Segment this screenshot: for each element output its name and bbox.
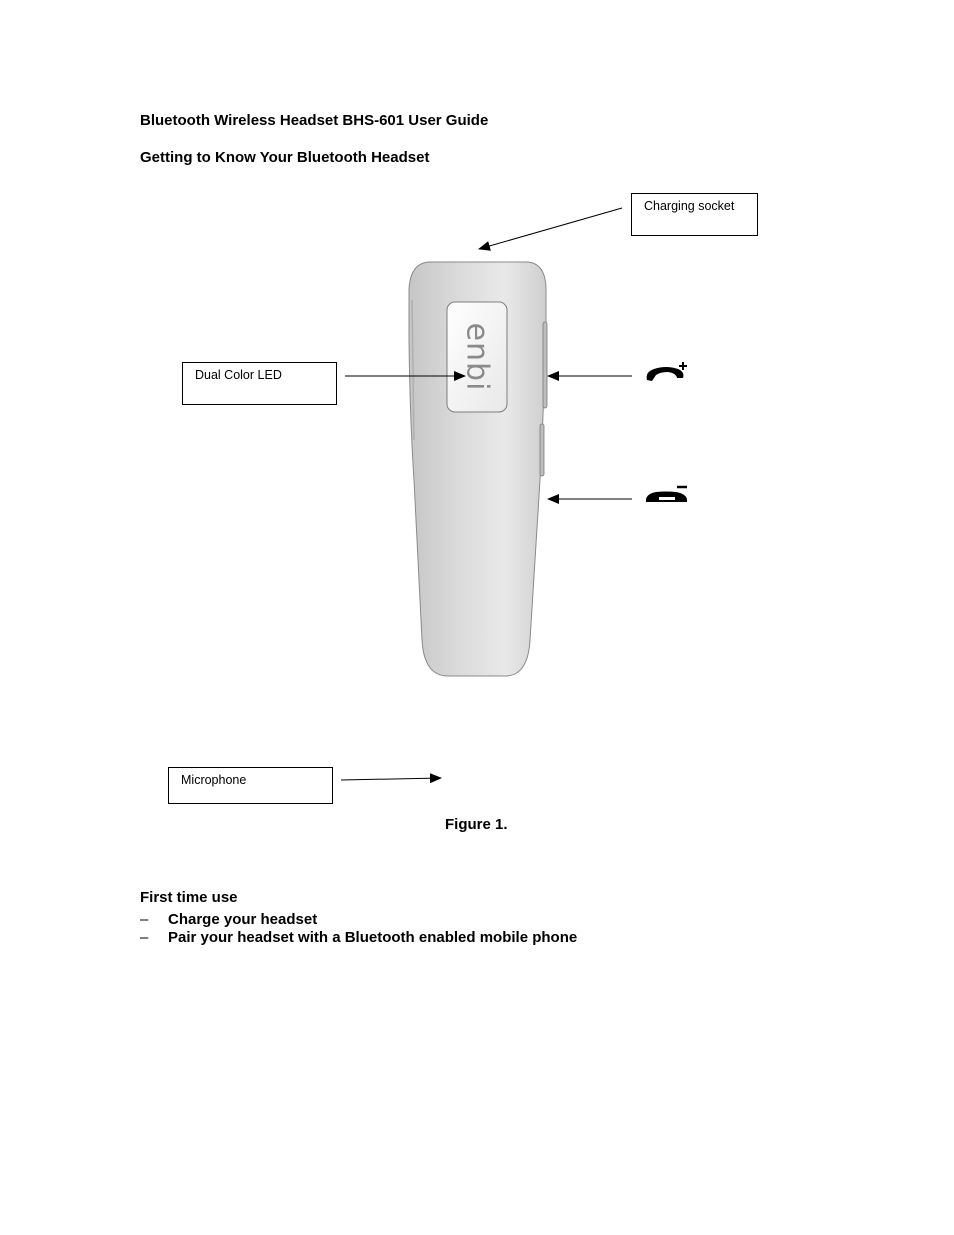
- first-time-use-heading: First time use: [140, 889, 238, 906]
- bullet-dash: –: [140, 911, 149, 928]
- section-heading: Getting to Know Your Bluetooth Headset: [140, 149, 430, 166]
- headset-body: [408, 261, 548, 677]
- dual-color-led-callout: Dual Color LED: [182, 362, 337, 405]
- list-item-text: Pair your headset with a Bluetooth enabl…: [168, 929, 578, 946]
- charging-socket-callout: Charging socket: [631, 193, 758, 236]
- figure-caption: Figure 1.: [445, 816, 508, 833]
- document-title: Bluetooth Wireless Headset BHS-601 User …: [140, 112, 489, 129]
- device-logo: enbi: [460, 323, 495, 392]
- volume-up-button: [542, 321, 548, 409]
- bullet-dash: –: [140, 929, 149, 946]
- volume-down-button: [539, 423, 545, 477]
- microphone-arrow: [340, 773, 442, 784]
- charging-socket-label: Charging socket: [644, 199, 735, 213]
- phone-volume-up-icon: [646, 362, 687, 381]
- microphone-callout: Microphone: [168, 767, 333, 804]
- list-item: – Charge your headset: [140, 911, 740, 929]
- list-item-text: Charge your headset: [168, 911, 318, 928]
- list-item: – Pair your headset with a Bluetooth ena…: [140, 929, 740, 947]
- led-logo-panel: enbi: [446, 301, 508, 413]
- dual-color-led-label: Dual Color LED: [195, 368, 282, 382]
- charging-socket-arrow: [478, 207, 623, 251]
- microphone-label: Microphone: [181, 773, 247, 787]
- phone-volume-down-icon: [645, 485, 688, 502]
